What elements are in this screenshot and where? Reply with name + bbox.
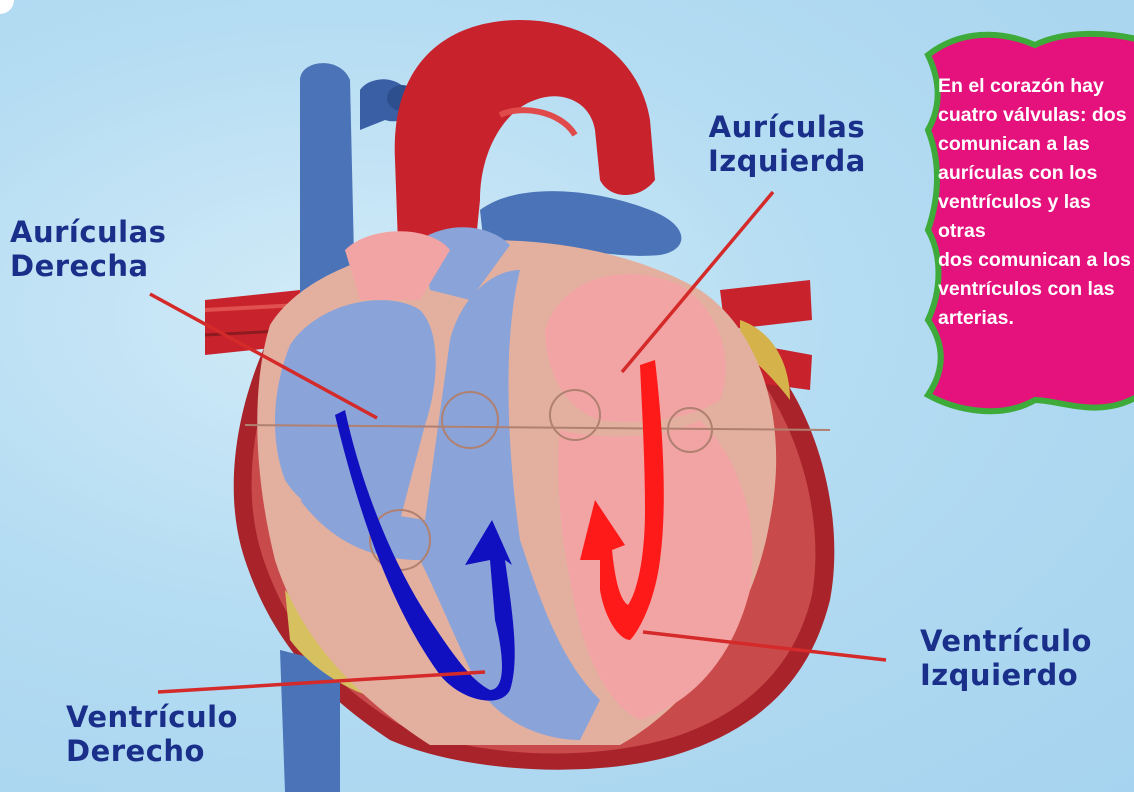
note-text: En el corazón hay cuatro válvulas: dos c…	[938, 72, 1134, 333]
label-ventriculo-derecho-line2: Derecho	[66, 734, 238, 768]
label-auricula-derecha: Aurículas Derecha	[10, 215, 166, 283]
label-auricula-izquierda-line2: Izquierda	[708, 144, 866, 178]
label-auricula-izquierda-line1: Aurículas	[708, 110, 866, 144]
label-auricula-izquierda: Aurículas Izquierda	[708, 110, 866, 178]
label-ventriculo-izquierdo: Ventrículo Izquierdo	[920, 624, 1092, 692]
label-auricula-derecha-line2: Derecha	[10, 249, 166, 283]
label-ventriculo-derecho-line1: Ventrículo	[66, 700, 238, 734]
label-ventriculo-izquierdo-line1: Ventrículo	[920, 624, 1092, 658]
label-ventriculo-izquierdo-line2: Izquierdo	[920, 658, 1092, 692]
label-auricula-derecha-line1: Aurículas	[10, 215, 166, 249]
label-ventriculo-derecho: Ventrículo Derecho	[66, 700, 238, 768]
